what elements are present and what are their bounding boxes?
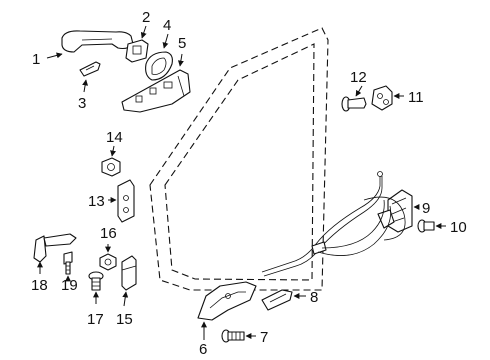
pin-bolt xyxy=(341,96,367,112)
callout-17: 17 xyxy=(87,311,104,328)
door-outline xyxy=(149,27,329,291)
callout-15: 15 xyxy=(116,311,133,328)
callout-7: 7 xyxy=(260,329,268,346)
leader-1 xyxy=(46,52,63,59)
callout-1: 1 xyxy=(32,51,40,68)
callout-2: 2 xyxy=(142,9,150,26)
callout-18: 18 xyxy=(31,277,48,294)
handle-escutcheon xyxy=(125,39,149,63)
leader-2 xyxy=(140,25,147,39)
callout-16: 16 xyxy=(100,225,117,242)
leader-15 xyxy=(122,291,129,307)
callout-9: 9 xyxy=(422,200,430,217)
callout-5: 5 xyxy=(178,35,186,52)
callout-8: 8 xyxy=(310,289,318,306)
screw-7 xyxy=(221,329,245,343)
handle-cap xyxy=(79,61,101,77)
leader-3 xyxy=(82,79,89,93)
leader-5 xyxy=(177,53,184,67)
handle-frame xyxy=(121,69,191,113)
leader-14 xyxy=(110,145,117,157)
inside-handle-escutcheon xyxy=(261,289,293,311)
callout-10: 10 xyxy=(450,219,467,236)
callout-4: 4 xyxy=(163,17,171,34)
callout-12: 12 xyxy=(350,69,367,86)
door-striker xyxy=(371,85,393,111)
callout-6: 6 xyxy=(199,341,207,358)
bolt-19 xyxy=(63,251,73,275)
callout-3: 3 xyxy=(78,95,86,112)
striker-bracket xyxy=(117,179,135,223)
nut xyxy=(101,157,121,177)
lower-bracket xyxy=(121,255,137,291)
outside-handle xyxy=(61,30,134,53)
callout-11: 11 xyxy=(408,89,424,106)
lock-cables xyxy=(261,171,406,277)
inside-handle xyxy=(197,281,257,321)
screw-10 xyxy=(417,219,435,233)
leader-12 xyxy=(355,85,363,97)
leader-4 xyxy=(162,33,169,49)
door-lock-actuator xyxy=(377,189,413,233)
washer-nut xyxy=(99,253,117,271)
callout-19: 19 xyxy=(61,277,78,294)
door-check xyxy=(33,233,77,263)
callout-13: 13 xyxy=(88,193,105,210)
callout-14: 14 xyxy=(106,129,123,146)
handle-gasket xyxy=(145,51,173,81)
bolt-17 xyxy=(88,271,104,291)
